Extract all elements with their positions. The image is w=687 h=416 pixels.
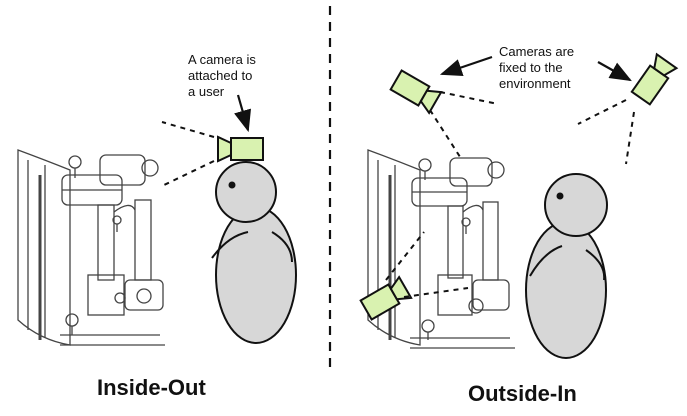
annotation-arrow-right-left: [439, 55, 493, 76]
camera-icon-head: [217, 135, 264, 163]
annotation-arrow-right-right: [597, 61, 632, 82]
machinery-right: [367, 149, 515, 349]
annotation-outside-in: Cameras are fixed to the environment: [499, 44, 575, 91]
title-inside-out: Inside-Out: [97, 375, 206, 400]
annotation-arrow-left: [234, 94, 252, 133]
machinery-left: [17, 149, 165, 346]
camera-view-lines-left: [161, 121, 215, 187]
camera-icon-fixed-bottom-left: [359, 275, 413, 321]
title-outside-in: Outside-In: [468, 381, 577, 406]
camera-view-lines-right: [385, 91, 635, 298]
annotation-inside-out: A camera is attached to a user: [188, 52, 256, 99]
user-figure-right: [525, 173, 608, 359]
camera-icon-fixed-top-right: [630, 52, 679, 106]
camera-icon-fixed-top-left: [389, 69, 443, 115]
user-figure-left: [211, 161, 297, 344]
